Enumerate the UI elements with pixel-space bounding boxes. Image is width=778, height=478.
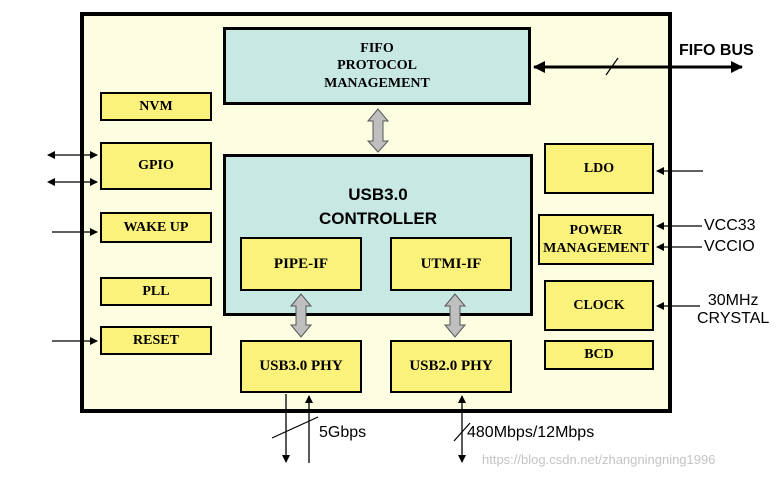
- utmi-if-block: UTMI-IF: [390, 237, 512, 291]
- crystal-label: 30MHz CRYSTAL: [697, 292, 770, 327]
- usb2-speed-label: 480Mbps/12Mbps: [467, 424, 595, 441]
- ldo-block: LDO: [544, 143, 654, 194]
- usb3-phy-block: USB3.0 PHY: [240, 340, 362, 393]
- pll-block: PLL: [100, 277, 212, 306]
- vcc33-label: VCC33: [704, 217, 756, 234]
- pipe-phy-arrow: [289, 293, 313, 338]
- usb2-bus-slash: [453, 422, 471, 442]
- vccio-label: VCCIO: [704, 238, 755, 255]
- fifo-bus-label: FIFO BUS: [679, 42, 754, 59]
- bcd-block: BCD: [544, 340, 654, 370]
- wake-up-block: WAKE UP: [100, 212, 212, 243]
- fifo-protocol-management-block: FIFO PROTOCOL MANAGEMENT: [223, 27, 531, 105]
- reset-block: RESET: [100, 326, 212, 355]
- nvm-block: NVM: [100, 92, 212, 121]
- usb2-phy-block: USB2.0 PHY: [390, 340, 512, 393]
- clock-block: CLOCK: [544, 280, 654, 331]
- gpio-block: GPIO: [100, 142, 212, 190]
- pipe-if-block: PIPE-IF: [240, 237, 362, 291]
- power-management-block: POWER MANAGEMENT: [538, 214, 654, 265]
- fifo-bus-slash: [605, 57, 619, 76]
- fifo-controller-arrow: [366, 108, 390, 153]
- watermark: https://blog.csdn.net/zhangningning1996: [482, 452, 716, 467]
- utmi-phy-arrow: [443, 293, 467, 338]
- usb3-bus-slash: [271, 416, 319, 439]
- usb3-speed-label: 5Gbps: [319, 424, 367, 441]
